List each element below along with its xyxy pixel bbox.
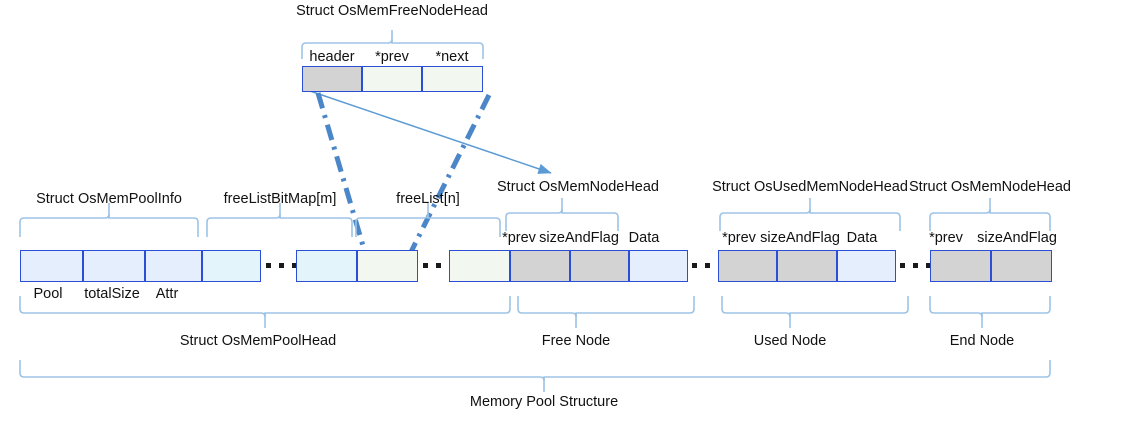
free-node-head-field-next-label: *next <box>435 49 469 65</box>
field-label-end-size-and-flag: sizeAndFlag <box>977 230 1057 246</box>
cell-free-node-data[interactable] <box>629 250 688 282</box>
label-pool-info: Struct OsMemPoolInfo <box>36 191 182 207</box>
bracket-free-node <box>517 296 695 328</box>
dashdot-next-to-freelist <box>405 93 492 260</box>
label-used-mem-node-head: Struct OsUsedMemNodeHead <box>712 179 908 195</box>
bracket-used-node <box>721 296 909 328</box>
cell-used-node-size-and-flag[interactable] <box>777 250 837 282</box>
bracket-free-list-bitmap <box>206 203 353 237</box>
cell-freelist-last[interactable] <box>449 250 510 282</box>
field-label-used-size-and-flag: sizeAndFlag <box>760 230 840 246</box>
label-free-node: Free Node <box>541 333 611 349</box>
field-label-free-data: Data <box>628 230 660 246</box>
field-label-pool: Pool <box>33 286 63 302</box>
cell-used-node-data[interactable] <box>837 250 896 282</box>
bracket-mem-node-head-free <box>505 198 619 231</box>
free-node-head-title: Struct OsMemFreeNodeHead <box>296 3 488 19</box>
free-node-head-field-header-label: header <box>309 49 355 65</box>
cell-total-size[interactable] <box>83 250 145 282</box>
ellipsis-bitmap <box>266 263 297 268</box>
cell-end-node-size-and-flag[interactable] <box>991 250 1052 282</box>
bracket-mem-node-head-end <box>929 198 1051 231</box>
cell-free-node-prev[interactable] <box>510 250 570 282</box>
field-label-end-prev: *prev <box>929 230 963 246</box>
bracket-memory-pool-structure <box>19 360 1051 392</box>
bracket-pool-info <box>19 203 199 237</box>
cell-attr[interactable] <box>145 250 202 282</box>
field-label-used-data: Data <box>846 230 878 246</box>
bracket-free-node-head <box>301 30 484 59</box>
field-label-free-size-and-flag: sizeAndFlag <box>539 230 619 246</box>
free-node-head-cell-next[interactable] <box>422 66 483 92</box>
ellipsis-used-end <box>900 263 931 268</box>
field-label-attr: Attr <box>155 286 179 302</box>
label-free-list: freeList[n] <box>396 191 460 207</box>
bracket-pool-head <box>19 296 511 328</box>
cell-free-node-size-and-flag[interactable] <box>570 250 629 282</box>
cell-bitmap-last[interactable] <box>296 250 357 282</box>
bracket-free-list <box>355 203 501 237</box>
arrow-header-to-node-head <box>309 90 552 174</box>
label-free-list-bitmap: freeListBitMap[m] <box>223 191 337 207</box>
field-label-free-prev: *prev <box>502 230 536 246</box>
label-pool-head: Struct OsMemPoolHead <box>179 333 337 349</box>
label-mem-node-head-free: Struct OsMemNodeHead <box>497 179 659 195</box>
cell-used-node-prev[interactable] <box>718 250 777 282</box>
field-label-used-prev: *prev <box>722 230 756 246</box>
cell-freelist-0[interactable] <box>357 250 418 282</box>
label-mem-node-head-end: Struct OsMemNodeHead <box>909 179 1071 195</box>
bracket-used-mem-node-head <box>719 198 901 231</box>
free-node-head-cell-header[interactable] <box>302 66 362 92</box>
dashdot-header-to-bitmap <box>315 92 369 257</box>
free-node-head-field-prev-label: *prev <box>375 49 409 65</box>
cell-pool[interactable] <box>20 250 83 282</box>
bracket-end-node <box>929 296 1051 328</box>
cell-bitmap-0[interactable] <box>202 250 261 282</box>
free-node-head-cell-prev[interactable] <box>362 66 422 92</box>
cell-end-node-prev[interactable] <box>930 250 991 282</box>
label-used-node: Used Node <box>753 333 827 349</box>
field-label-total-size: totalSize <box>84 286 140 302</box>
label-memory-pool-structure: Memory Pool Structure <box>469 394 619 410</box>
label-end-node: End Node <box>949 333 1015 349</box>
